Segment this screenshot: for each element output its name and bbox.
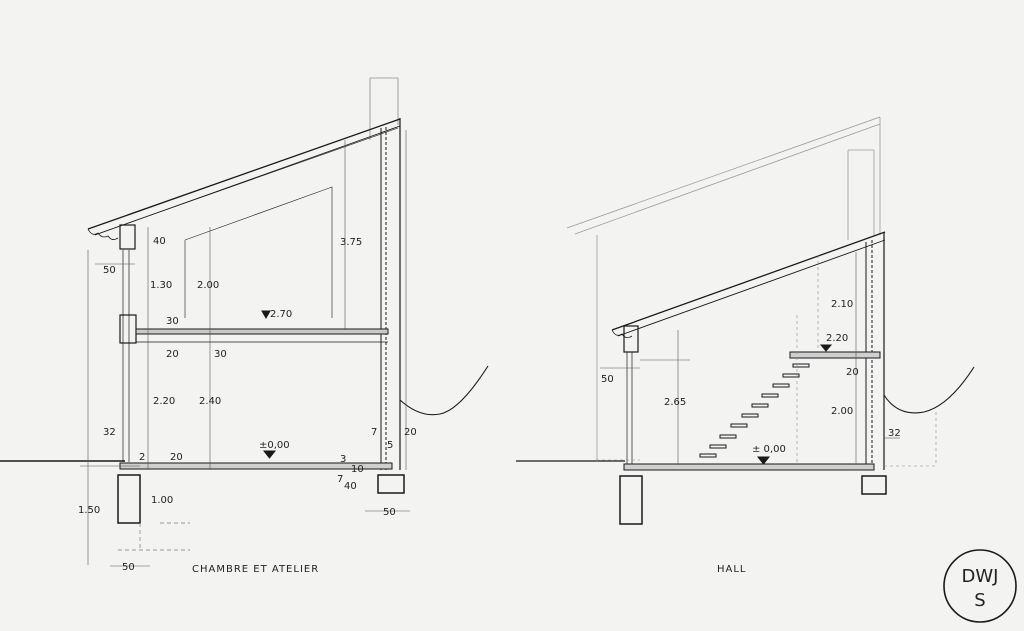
upper-roof-faint [566, 116, 881, 462]
dimension-chains-hall [600, 252, 900, 465]
dim-7b: 7 [337, 474, 343, 485]
stair-treads [699, 363, 810, 458]
left-section [0, 77, 489, 567]
dim-1-50: 1.50 [78, 505, 100, 516]
dim-20-slab: 20 [170, 452, 183, 463]
dim-2-40: 2.40 [199, 396, 221, 407]
chimney [369, 77, 399, 140]
dim-50-hall: 50 [601, 374, 614, 385]
stamp-line-2: S [974, 590, 985, 611]
dim-3: 3 [340, 454, 346, 465]
dim-7: 7 [371, 427, 377, 438]
roof-right [611, 231, 886, 338]
lintel-block-right [623, 325, 639, 353]
footing-right [377, 474, 405, 494]
dim-20-hall: 20 [846, 367, 859, 378]
right-section [516, 116, 975, 525]
level-marker-ground-hall [756, 456, 771, 465]
level-0-00-right: ± 0,00 [752, 444, 786, 455]
level-marker-ground [262, 450, 277, 459]
caption-hall: HALL [717, 564, 747, 575]
dim-40: 40 [153, 236, 166, 247]
stair-landing [789, 351, 881, 359]
dim-1-30: 1.30 [150, 280, 172, 291]
caption-chambre-et-atelier: CHAMBRE ET ATELIER [192, 564, 319, 575]
dim-20-right: 20 [404, 427, 417, 438]
level-marker-landing [819, 344, 833, 352]
dim-32: 32 [103, 427, 116, 438]
dim-50-footing: 50 [383, 507, 396, 518]
right-wall [380, 118, 401, 470]
dim-2-65: 2.65 [664, 397, 686, 408]
lintel-block-upper [119, 224, 136, 250]
lintel-block-middle [119, 314, 137, 344]
dim-40b: 40 [344, 481, 357, 492]
dim-2-00: 2.00 [197, 280, 219, 291]
level-2-70: 2.70 [270, 309, 292, 320]
dwjs-stamp: DWJ S [943, 549, 1017, 623]
dim-30-beam: 30 [214, 349, 227, 360]
dim-30-floor: 30 [166, 316, 179, 327]
terrain-right [399, 365, 489, 416]
dim-32-hall: 32 [888, 428, 901, 439]
right-wall-hall [865, 232, 885, 470]
dim-20-beam: 20 [166, 349, 179, 360]
stamp-line-1: DWJ [962, 566, 999, 587]
level-marker-upper [261, 310, 271, 320]
dim-2-20: 2.20 [153, 396, 175, 407]
dim-10: 10 [351, 464, 364, 475]
footing-left-hall [619, 475, 643, 525]
dim-2-00-hall: 2.00 [831, 406, 853, 417]
roof [87, 118, 401, 240]
terrain-right-hall [883, 366, 975, 414]
dim-5: 5 [387, 440, 393, 451]
level-0-00-left: ±0,00 [259, 440, 290, 451]
dim-3-75: 3.75 [340, 237, 362, 248]
ground-slab-right [623, 463, 875, 471]
intermediate-floor [135, 328, 389, 343]
right-dimension-labels: 2.10 2.20 20 50 2.65 2.00 32 ± 0,00 HALL [601, 299, 901, 575]
footing-right-hall [861, 475, 887, 495]
dim-50-top: 50 [103, 265, 116, 276]
dimension-chains [80, 130, 410, 567]
dim-2-10: 2.10 [831, 299, 853, 310]
dim-2: 2 [139, 452, 145, 463]
left-dimension-labels: 40 50 1.30 2.00 3.75 2.70 30 20 30 2.20 … [78, 236, 417, 575]
dim-1-00: 1.00 [151, 495, 173, 506]
footing-left [117, 474, 141, 524]
level-2-20: 2.20 [826, 333, 848, 344]
dim-50-bottom: 50 [122, 562, 135, 573]
